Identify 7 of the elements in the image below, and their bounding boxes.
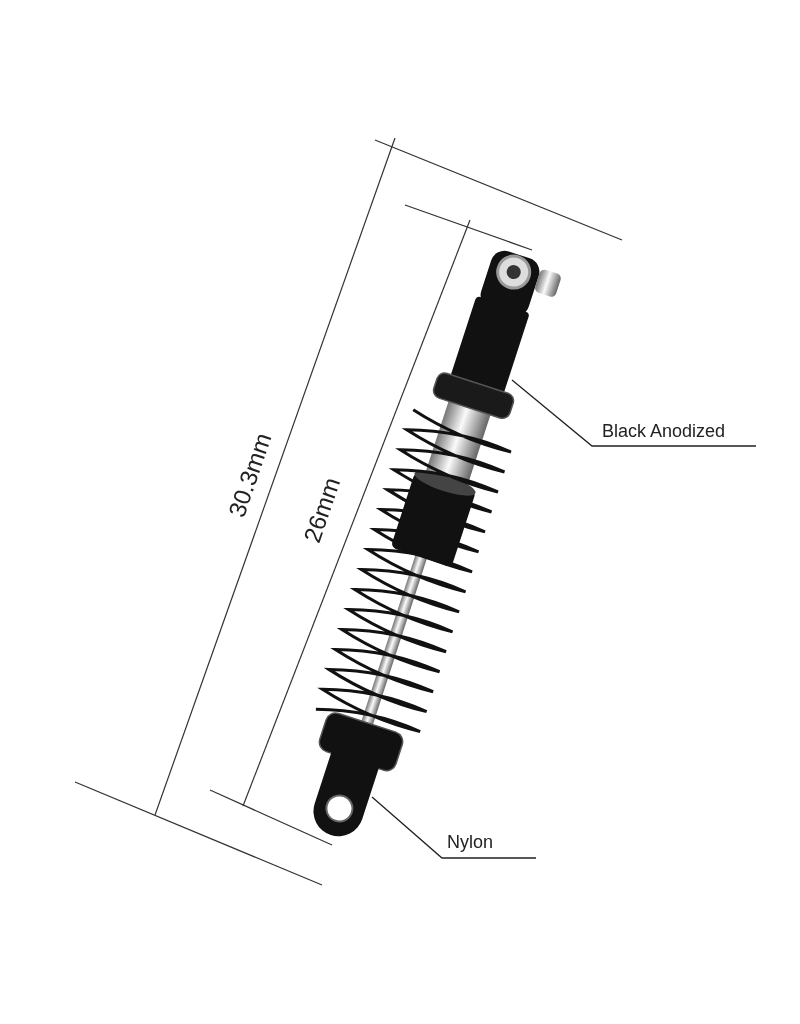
part-label: Nylon [447,832,494,853]
leader-line [371,796,537,859]
leader-line [511,379,757,447]
part-label: Black Anodized [602,421,726,442]
dimension-label: 26mm [298,474,346,546]
anodized-body [430,295,530,422]
lower-eyelet [313,709,406,837]
